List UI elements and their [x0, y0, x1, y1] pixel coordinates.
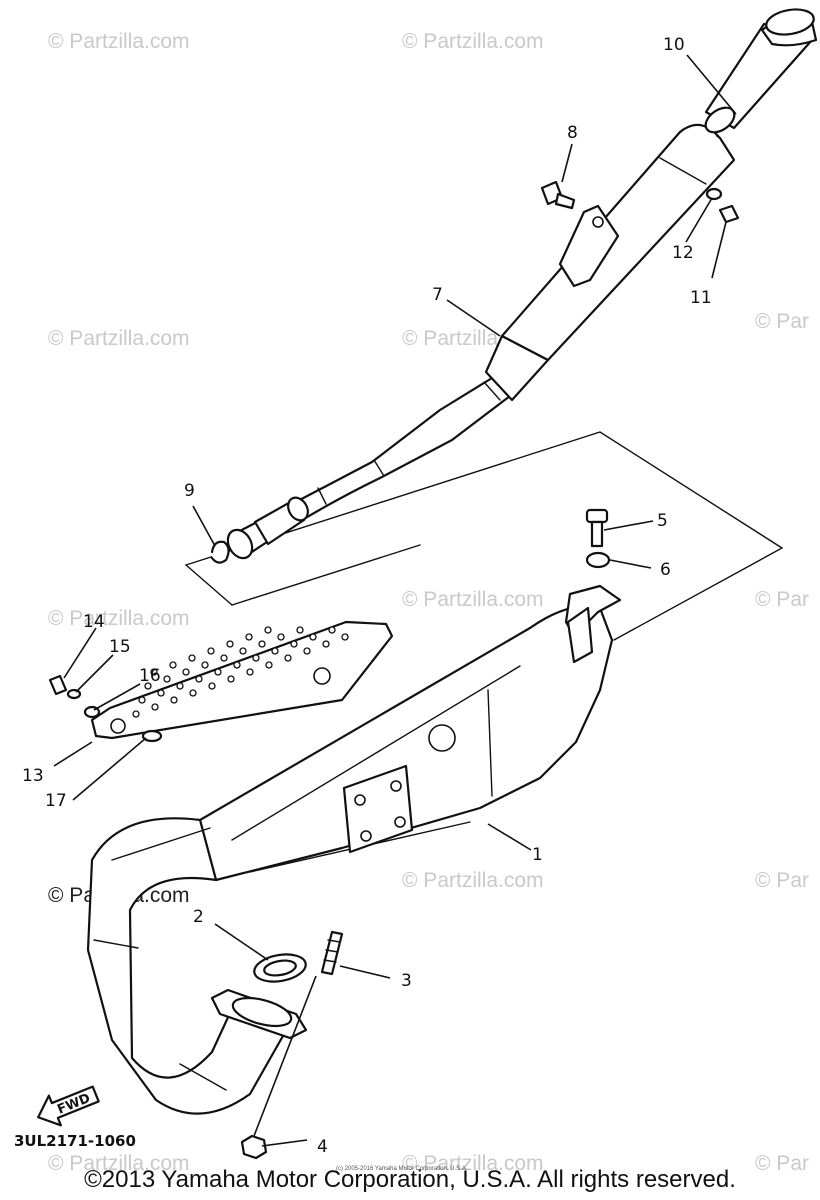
perforation-hole — [252, 654, 260, 662]
watermark: © Partzilla.com — [402, 1152, 544, 1175]
perforation-hole — [290, 640, 298, 648]
perforation-hole — [150, 668, 158, 676]
perforation-hole — [144, 682, 152, 690]
perforation-hole — [182, 668, 190, 676]
perforation-hole — [239, 647, 247, 655]
perforation-hole — [296, 626, 304, 634]
watermark: © Par — [755, 1152, 809, 1175]
callout-12: 12 — [672, 243, 694, 263]
perforation-hole — [201, 661, 209, 669]
callout-3: 3 — [401, 971, 412, 991]
callout-14: 14 — [83, 612, 105, 632]
perforation-hole — [265, 661, 273, 669]
perforation-hole — [189, 689, 197, 697]
diagram-code: 3UL2171-1060 — [14, 1132, 136, 1150]
stud-3 — [320, 930, 344, 976]
callout-10: 10 — [663, 35, 685, 55]
copyright-notice: ©2013 Yamaha Motor Corporation, U.S.A. A… — [84, 1166, 736, 1193]
bolt-14 — [48, 674, 68, 696]
callout-6: 6 — [660, 560, 671, 580]
callout-17: 17 — [45, 791, 67, 811]
screw-11 — [718, 204, 740, 224]
callout-4: 4 — [317, 1137, 328, 1157]
header-flange — [210, 988, 308, 1040]
perforation-hole — [157, 689, 165, 697]
watermark: © Par — [755, 588, 809, 611]
clip-ring-9 — [210, 540, 230, 564]
watermark: © Par — [755, 869, 809, 892]
perforation-hole — [264, 626, 272, 634]
nut-4 — [240, 1134, 268, 1160]
forward-arrow: FWD — [37, 1085, 100, 1127]
perforation-hole — [246, 668, 254, 676]
perforation-hole — [322, 640, 330, 648]
watermark: © Partzilla.com — [402, 588, 544, 611]
callout-16: 16 — [139, 666, 161, 686]
perforation-hole — [170, 696, 178, 704]
perforation-hole — [151, 703, 159, 711]
perforation-hole — [227, 675, 235, 683]
bolt-8 — [540, 180, 576, 210]
perforation-hole — [284, 654, 292, 662]
heat-shield-13 — [90, 620, 394, 740]
callout-8: 8 — [567, 123, 578, 143]
washer-6 — [585, 551, 611, 569]
bolt-5 — [585, 508, 609, 548]
perforation-hole — [258, 640, 266, 648]
heat-shield-holes — [132, 626, 349, 718]
perforation-hole — [277, 633, 285, 641]
perforation-hole — [245, 633, 253, 641]
perforation-hole — [176, 682, 184, 690]
callout-5: 5 — [657, 511, 668, 531]
perforation-hole — [271, 647, 279, 655]
tail-pipe — [704, 8, 818, 134]
perforation-hole — [163, 675, 171, 683]
perforation-hole — [341, 633, 349, 641]
perforation-hole — [303, 647, 311, 655]
gasket-2 — [253, 953, 307, 983]
perforation-hole — [226, 640, 234, 648]
watermark: © Partzilla.com — [402, 869, 544, 892]
silencer-pipe — [226, 123, 736, 560]
perforation-hole — [233, 661, 241, 669]
callout-15: 15 — [109, 637, 131, 657]
expansion-chamber-1 — [86, 584, 622, 1115]
watermark: © Partzilla.com — [402, 30, 544, 53]
watermark: © Partzilla.com — [48, 327, 190, 350]
perforation-hole — [169, 661, 177, 669]
watermark: © Partzilla.com — [48, 607, 190, 630]
perforation-hole — [220, 654, 228, 662]
perforation-hole — [328, 626, 336, 634]
callout-13: 13 — [22, 766, 44, 786]
perforation-hole — [207, 647, 215, 655]
washer-15 — [66, 688, 82, 700]
watermark: © Partzilla.com — [48, 30, 190, 53]
assembly-outline — [185, 431, 784, 641]
watermark: © Partzilla.com — [48, 1152, 190, 1175]
callouts: 1 2 3 4 5 6 7 8 9 10 11 12 13 14 15 16 1… — [22, 35, 712, 1157]
fine-print: (c) 2005-2016 Yamaha Motor Corporation, … — [336, 1166, 468, 1172]
perforation-hole — [188, 654, 196, 662]
washer-17 — [141, 729, 163, 743]
leader-lines — [53, 54, 737, 1147]
perforation-hole — [208, 682, 216, 690]
callout-11: 11 — [690, 288, 712, 308]
callout-2: 2 — [193, 907, 204, 927]
callout-7: 7 — [432, 285, 443, 305]
perforation-hole — [138, 696, 146, 704]
washer-12 — [705, 187, 723, 201]
callout-1: 1 — [532, 845, 543, 865]
perforation-hole — [195, 675, 203, 683]
watermark: © Par — [755, 310, 809, 333]
perforation-hole — [132, 710, 140, 718]
callout-9: 9 — [184, 481, 195, 501]
perforation-hole — [309, 633, 317, 641]
perforation-hole — [214, 668, 222, 676]
